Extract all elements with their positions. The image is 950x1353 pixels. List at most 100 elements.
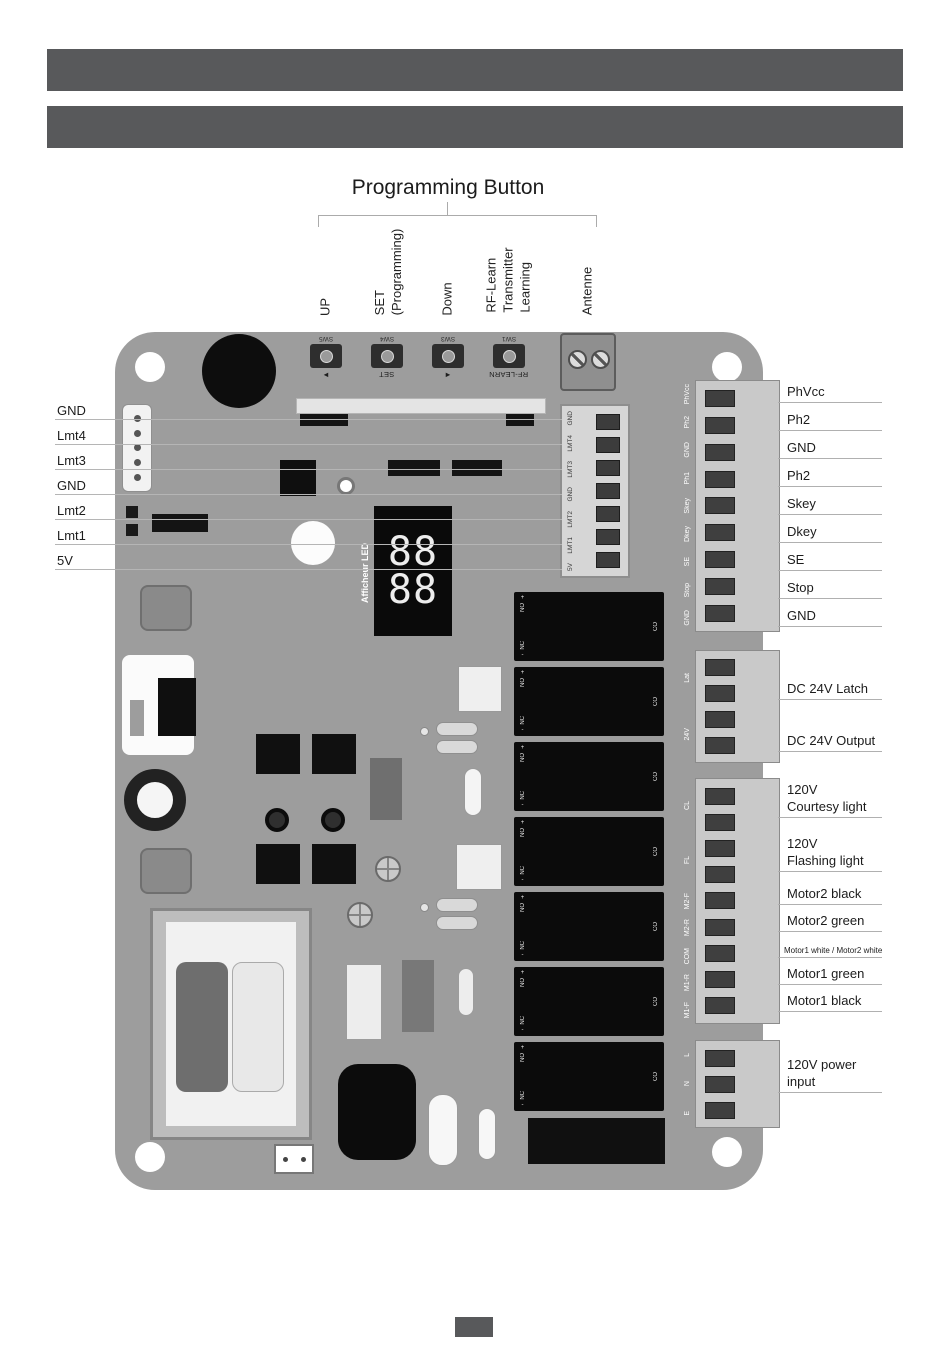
relay-left-labels: + NO NC - (517, 595, 528, 658)
header-bar-second (47, 106, 903, 148)
terminal-strip-motor (695, 778, 780, 1024)
screw-terminal (705, 416, 735, 434)
left-annotation: GND (55, 476, 562, 495)
pin-label: SE (683, 557, 691, 567)
terminal-label: 120V power input (787, 1057, 857, 1090)
mounting-hole (712, 1137, 742, 1167)
relay-plus-label: + (520, 670, 525, 676)
terminal-label: GND (787, 608, 816, 624)
left-annotation: GND (55, 401, 562, 420)
connector-pin (596, 506, 620, 523)
right-annotation: GND (778, 440, 882, 459)
pin-label-wrap: FL (680, 846, 694, 874)
label-down: Down (439, 282, 455, 316)
screw-icon (347, 902, 373, 928)
pin-label: GND (683, 442, 691, 458)
relay-right-label: CO (650, 742, 661, 811)
screw-terminal (705, 389, 735, 407)
left-annotation: Lmt4 (55, 426, 562, 445)
pin-label: GND (683, 610, 691, 626)
relay-minus-label: - (521, 652, 524, 658)
connector-pin-hole (133, 414, 141, 422)
screw-terminal (705, 918, 735, 936)
pin-label: LMT3 (566, 460, 574, 478)
relay-minus-label: - (521, 727, 524, 733)
pin-label: M2-F (683, 892, 691, 910)
pin-label: Ph2 (683, 415, 691, 429)
tact-switch (493, 344, 525, 368)
seven-segment-display: 88 88 (374, 506, 452, 636)
heatsink-slot (130, 700, 144, 736)
connector-pin (596, 436, 620, 453)
left-annotation: Lmt3 (55, 451, 562, 470)
relay-right-label: CO (650, 892, 661, 961)
terminal-label: GND (787, 440, 816, 456)
pin-label: FL (683, 855, 691, 865)
terminal-label: DC 24V Output (787, 733, 876, 749)
left-annotation: Lmt2 (55, 501, 562, 520)
relay-co-label: CO (652, 997, 659, 1006)
left-terminal-label: Lmt3 (57, 453, 86, 468)
relay-bank: + NO NC - CO + NO (514, 592, 664, 1111)
right-annotation: Motor2 black (778, 886, 882, 905)
ic-chip (452, 460, 502, 476)
terminal-label: Motor2 black (787, 886, 862, 902)
connector-pin-hole (300, 1156, 306, 1162)
relay: + NO NC - CO (514, 742, 664, 811)
capacitor (428, 1094, 458, 1166)
relay-minus-label: - (521, 1027, 524, 1033)
fuse (478, 1108, 496, 1160)
relay-left-labels: + NO NC - (517, 745, 528, 808)
pin-label-wrap: M2-R (680, 914, 694, 942)
pin-label-wrap: COM (680, 942, 694, 970)
connector-pin-hole (282, 1156, 288, 1162)
pin-label: M1-R (683, 974, 691, 992)
terminal-label: DC 24V Latch (787, 681, 868, 697)
standoff (140, 848, 192, 894)
screw-icon (375, 856, 401, 882)
mounting-hole (135, 352, 165, 382)
right-annotation: Motor1 white / Motor2 white (778, 944, 882, 958)
right-annotation: SE (778, 552, 882, 571)
pin-label-wrap: L (680, 1041, 694, 1069)
limit-switch-connector (122, 404, 152, 492)
sw1-caption: RF-LEARN (489, 370, 529, 379)
screw-terminal (705, 840, 735, 858)
relay-right-label: CO (650, 667, 661, 736)
bracket-tick-right (596, 215, 597, 227)
antenna-terminal (560, 333, 616, 391)
left-annotation: Lmt1 (55, 526, 562, 545)
relay-small (346, 964, 382, 1040)
component-block (370, 758, 402, 820)
transformer-winding (176, 962, 228, 1092)
pin-label: Stop (683, 582, 691, 598)
relay-co-label: CO (652, 772, 659, 781)
pin-header (506, 414, 534, 426)
jumper-connector (274, 1144, 314, 1174)
relay-no-label: NO (519, 978, 526, 987)
component-block (126, 524, 138, 536)
pin-label-wrap: GND (680, 436, 694, 464)
relay-nc-label: NC (519, 941, 526, 950)
button-sw5: SW5 ◄ (302, 335, 350, 379)
display-digits: 88 (387, 567, 439, 613)
connector-pin (596, 413, 620, 430)
right-annotation: Stop (778, 580, 882, 599)
relay-no-label: NO (519, 903, 526, 912)
pin-label: 5V (566, 563, 574, 572)
pin-label-wrap: Skey (680, 492, 694, 520)
sw3-caption: ► (444, 370, 452, 379)
pin-label: 24V (683, 727, 691, 741)
relay-right-label: CO (650, 817, 661, 886)
left-terminal-label: Lmt1 (57, 528, 86, 543)
power-transistor (158, 678, 196, 736)
relay-plus-label: + (520, 895, 525, 901)
left-terminal-label: GND (57, 403, 86, 418)
label-up: UP (317, 297, 333, 317)
fuse (464, 768, 482, 816)
terminal-label: Motor1 white / Motor2 white (784, 945, 883, 955)
sw3-silkscreen: SW3 (440, 335, 456, 342)
screw-terminal (705, 866, 735, 884)
ic-chip (256, 844, 300, 884)
tact-switch (432, 344, 464, 368)
